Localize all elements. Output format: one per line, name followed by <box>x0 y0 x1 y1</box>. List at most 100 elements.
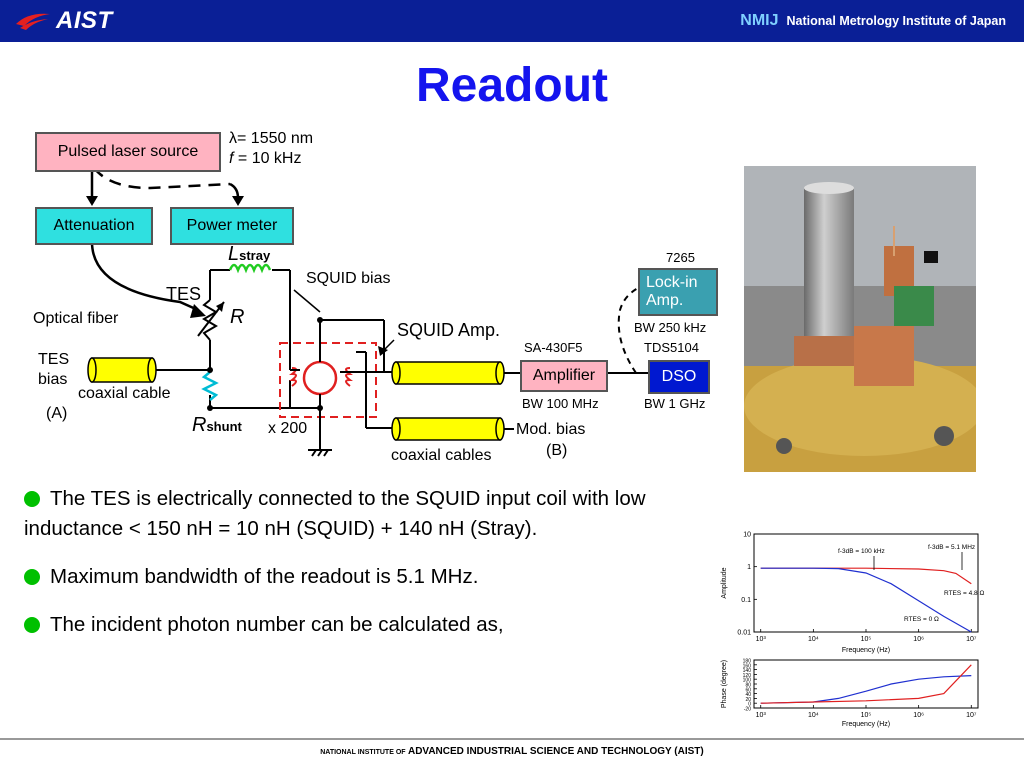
rshunt-sub: shunt <box>206 419 242 434</box>
x-tick-label: 10⁶ <box>913 636 924 643</box>
lockin-line-2: Amp. <box>646 292 684 309</box>
output-coax <box>391 361 505 441</box>
footer-prefix: NATIONAL INSTITUTE OF <box>320 749 406 756</box>
x-tick-label: 10⁷ <box>966 636 977 643</box>
bullet-dot-icon <box>24 491 40 507</box>
y-tick-label: 160 <box>743 663 752 669</box>
bullet-item: Maximum bandwidth of the readout is 5.1 … <box>24 562 704 592</box>
frequency-value: = 10 kHz <box>233 150 302 167</box>
y-tick-label: 20 <box>745 697 751 703</box>
attenuation-box: Attenuation <box>35 207 153 245</box>
bullet-text: The TES is electrically connected to the… <box>24 487 646 540</box>
amplifier-box: Amplifier <box>520 360 608 392</box>
y-tick-label: 180 <box>743 659 752 665</box>
lstray-coil <box>228 263 272 274</box>
label-a: (A) <box>46 405 68 422</box>
series-line <box>760 567 972 633</box>
y-tick-label: 0.01 <box>737 630 751 637</box>
x-tick-label: 10⁴ <box>808 636 819 643</box>
bw-100-label: BW 100 MHz <box>522 396 599 411</box>
lockin-line-1: Lock-in <box>646 274 698 291</box>
x-tick-label: 10³ <box>756 712 767 719</box>
mod-bias-label: Mod. bias <box>516 421 586 438</box>
annotation-label: f-3dB = 5.1 MHz <box>928 544 975 551</box>
bullet-text: The incident photon number can be calcul… <box>50 613 504 636</box>
x-axis-label: Frequency (Hz) <box>842 721 890 728</box>
nmij-block: NMIJ National Metrology Institute of Jap… <box>740 12 1006 30</box>
label-b: (B) <box>546 442 568 459</box>
series-line <box>760 664 972 704</box>
x-tick-label: 10⁷ <box>966 712 977 719</box>
wavelength-label: λ= 1550 nm <box>229 130 314 147</box>
pulsed-laser-box: Pulsed laser source <box>35 132 221 172</box>
x200-label: x 200 <box>268 420 308 437</box>
nmij-logo: NMIJ <box>740 12 779 29</box>
bullet-dot-icon <box>24 569 40 585</box>
y-tick-label: 40 <box>745 692 751 698</box>
footer-divider <box>0 738 1024 740</box>
x-tick-label: 10³ <box>756 636 767 643</box>
x-tick-label: 10⁵ <box>861 636 872 643</box>
bw-250-label: BW 250 kHz <box>634 320 707 335</box>
lockin-box: Lock-in Amp. <box>638 268 718 316</box>
y-tick-label: 0.1 <box>741 597 751 604</box>
y-tick-label: 100 <box>743 678 752 684</box>
power-meter-box: Power meter <box>170 207 294 245</box>
tes-label: TES <box>166 284 202 304</box>
y-tick-label: 120 <box>743 673 752 679</box>
lstray-sub: stray <box>239 248 271 263</box>
dso-box: DSO <box>648 360 710 394</box>
header-bar: AIST NMIJ National Metrology Institute o… <box>0 0 1024 42</box>
bullet-list: The TES is electrically connected to the… <box>24 484 704 658</box>
y-tick-label: 60 <box>745 687 751 693</box>
footer-main: ADVANCED INDUSTRIAL SCIENCE AND TECHNOLO… <box>407 746 704 757</box>
aist-logo: AIST <box>14 7 113 34</box>
lstray-l: L <box>228 243 240 265</box>
rshunt-label: Rshunt <box>192 414 242 437</box>
phase-chart: 10³ 10⁴ 10⁵ 10⁶ 10⁷ 180160140120100806040200-… <box>721 659 979 728</box>
tes-coax <box>87 357 157 383</box>
aist-swoosh-icon <box>16 13 50 30</box>
squid-ring <box>302 360 338 396</box>
y-tick-label: 0 <box>748 702 751 708</box>
footer: NATIONAL INSTITUTE OF ADVANCED INDUSTRIA… <box>0 746 1024 757</box>
y-tick-label: 80 <box>745 683 751 689</box>
y-tick-label: -20 <box>744 707 751 713</box>
rshunt-r: R <box>192 414 207 436</box>
bullet-item: The TES is electrically connected to the… <box>24 484 704 544</box>
aist-logo-text: AIST <box>56 7 113 34</box>
annotation-label: f-3dB = 100 kHz <box>838 548 885 555</box>
x-axis-label: Frequency (Hz) <box>842 647 890 654</box>
bullet-dot-icon <box>24 617 40 633</box>
frequency-symbol: f <box>229 150 234 167</box>
tes-bias-label-1: TES <box>38 351 70 368</box>
bw-1g-label: BW 1 GHz <box>644 396 706 411</box>
arrow-heads <box>86 196 244 318</box>
bullet-item: The incident photon number can be calcul… <box>24 610 704 640</box>
sa-model-label: SA-430F5 <box>524 340 583 355</box>
coaxial-cable-label: coaxial cable <box>78 385 171 402</box>
squid-box <box>279 342 377 418</box>
bullet-text: Maximum bandwidth of the readout is 5.1 … <box>50 565 479 588</box>
lstray-label: Lstray <box>228 243 270 266</box>
x-tick-label: 10⁵ <box>861 712 872 719</box>
tes-bias-label-2: bias <box>38 371 68 388</box>
plot-frame <box>753 659 979 709</box>
plot-frame <box>753 533 979 633</box>
tes-resistor <box>202 299 218 341</box>
squid-amp-label: SQUID Amp. <box>397 320 501 340</box>
y-tick-label: 140 <box>743 668 752 674</box>
y-axis-label: Phase (degree) <box>721 660 728 708</box>
frequency-label: f = 10 kHz <box>229 150 301 168</box>
x-tick-label: 10⁶ <box>913 712 924 719</box>
x-tick-label: 10⁴ <box>808 712 819 719</box>
optical-fiber-label: Optical fiber <box>33 310 119 327</box>
tds-label: TDS5104 <box>644 340 699 355</box>
y-tick-label: 10 <box>743 532 751 539</box>
annotation-label: RTES = 4.8 Ω <box>944 590 984 597</box>
squid-bias-label: SQUID bias <box>306 270 391 287</box>
annotation-label: RTES = 0 Ω <box>904 616 939 623</box>
slide-title: Readout <box>416 59 608 112</box>
